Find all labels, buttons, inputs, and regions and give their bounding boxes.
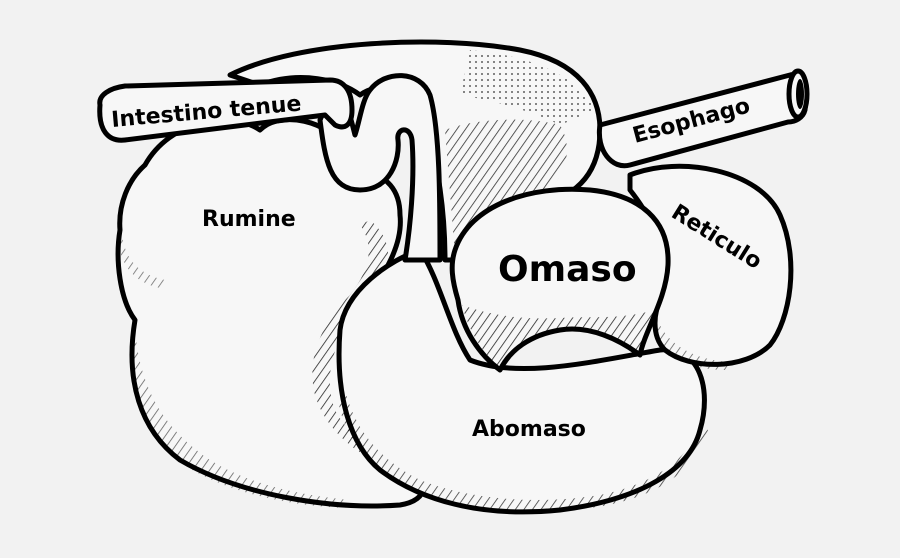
omaso-shading (462, 305, 655, 368)
rumine-left-shading (118, 235, 165, 288)
rumine-shading (312, 220, 410, 470)
esophagus-opening-inner (796, 79, 804, 109)
abomaso-label: Abomaso (472, 417, 586, 442)
intestine-tube (97, 77, 355, 143)
rumine-lower-shading (129, 330, 350, 508)
rumine-label: Rumine (202, 207, 296, 232)
reticulo-shading (650, 310, 730, 370)
omaso-label: Omaso (498, 249, 637, 290)
upper-sac-dots (460, 50, 595, 125)
